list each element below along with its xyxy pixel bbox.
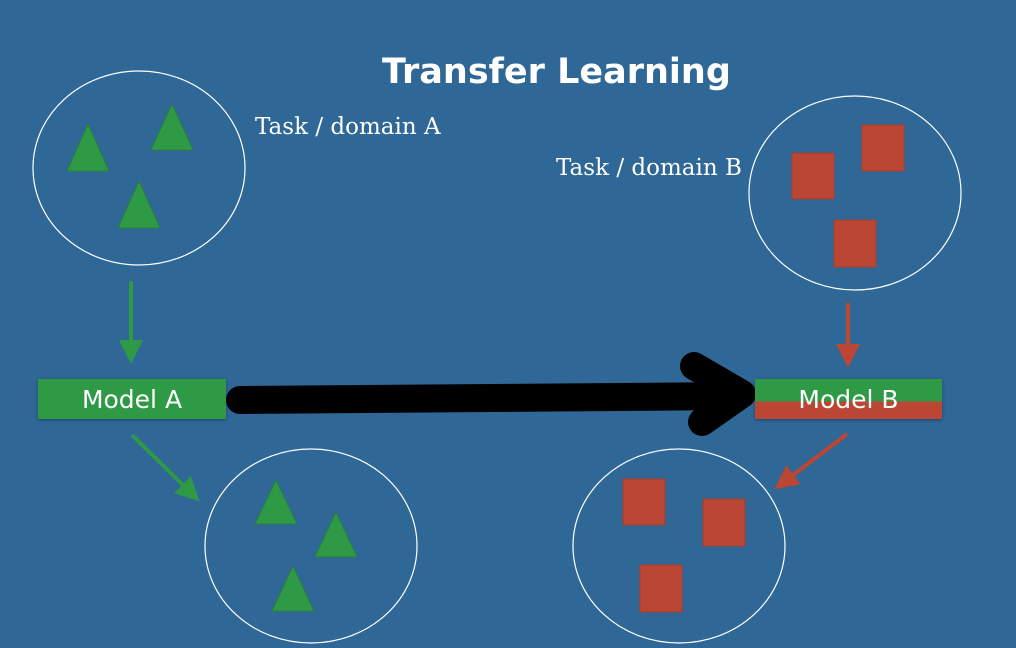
green-triangle-icon bbox=[66, 122, 110, 172]
arrow-model-b-to-output bbox=[774, 432, 849, 490]
red-square-icon bbox=[791, 152, 835, 200]
red-square-icon bbox=[702, 498, 746, 547]
task-b-source-group bbox=[748, 95, 962, 291]
green-triangle-icon bbox=[117, 179, 161, 229]
model-b-box: Model B bbox=[755, 379, 942, 419]
red-square-icon bbox=[622, 478, 666, 526]
model-a-box: Model A bbox=[38, 379, 226, 419]
transfer-arrow bbox=[226, 352, 756, 436]
diagram-title: Transfer Learning bbox=[382, 52, 731, 92]
task-a-output-circle bbox=[204, 448, 418, 644]
task-a-output-group bbox=[204, 448, 418, 644]
arrow-model-a-to-output bbox=[130, 433, 200, 502]
red-square-icon bbox=[639, 564, 683, 613]
red-square-icon bbox=[833, 219, 877, 268]
green-triangle-icon bbox=[271, 564, 315, 612]
task-a-source-circle bbox=[32, 70, 246, 266]
red-square-icon bbox=[861, 124, 905, 172]
model-b-label: Model B bbox=[798, 384, 899, 414]
task-b-source-circle bbox=[748, 95, 962, 291]
task-b-output-circle bbox=[572, 448, 786, 644]
task-b-label: Task / domain B bbox=[556, 155, 742, 181]
green-triangle-icon bbox=[314, 510, 358, 558]
task-a-label: Task / domain A bbox=[255, 114, 441, 140]
green-triangle-icon bbox=[150, 102, 194, 151]
green-triangle-icon bbox=[254, 478, 298, 525]
task-b-output-group bbox=[572, 448, 786, 644]
model-a-label: Model A bbox=[81, 384, 183, 414]
task-a-source-group bbox=[32, 70, 246, 266]
